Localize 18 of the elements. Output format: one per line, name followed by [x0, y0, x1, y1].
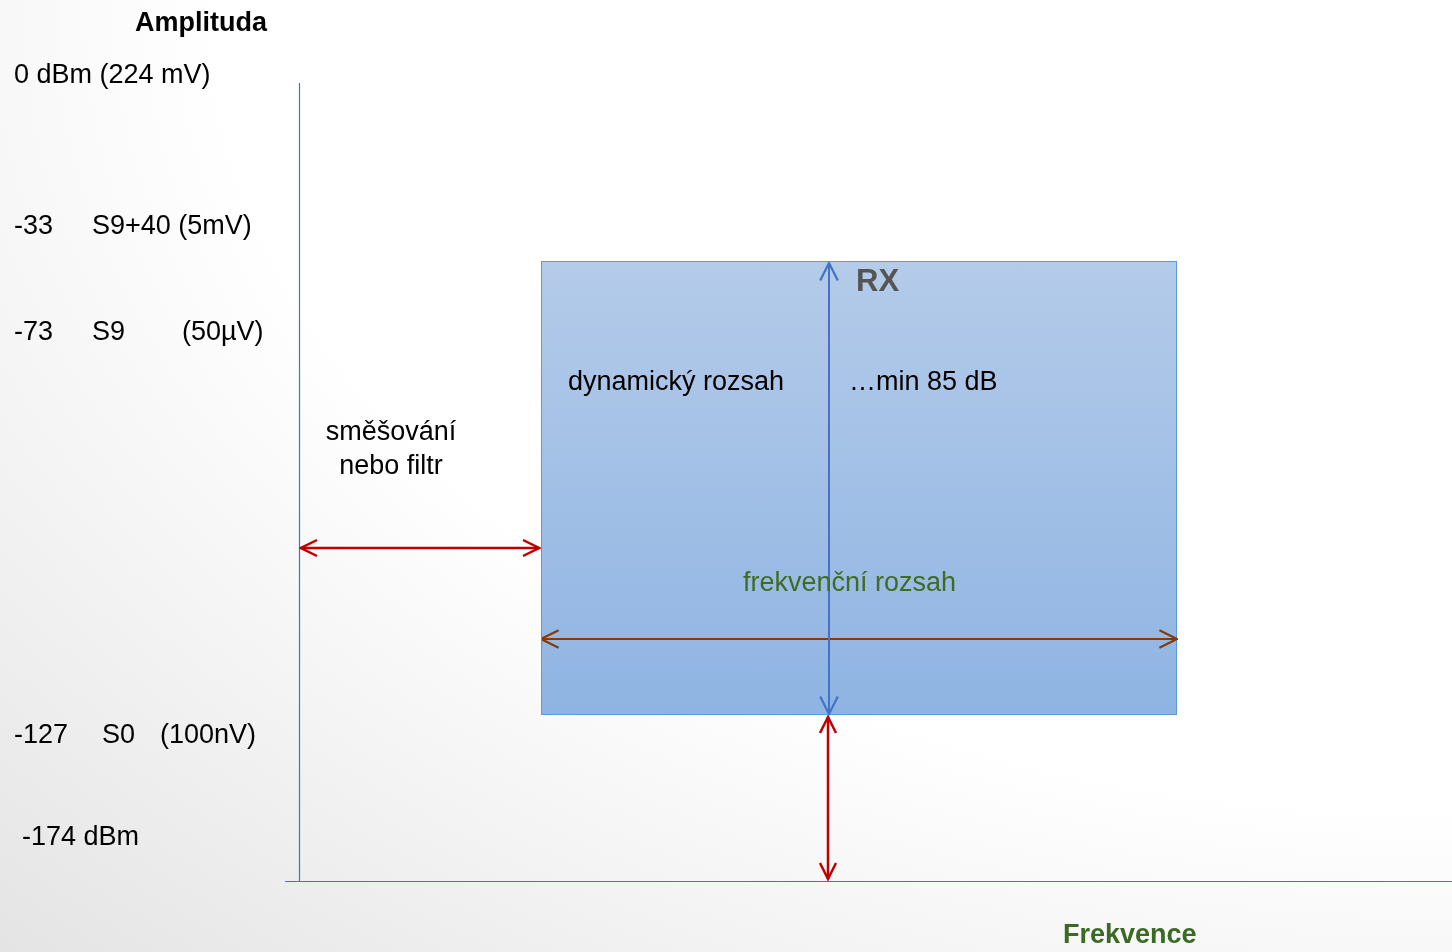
axis-title: Frekvence: [1063, 918, 1197, 951]
box-title: RX: [856, 262, 900, 300]
axis-tick-label: -174 dBm: [22, 820, 140, 853]
range-label: frekvenční rozsah: [743, 566, 957, 599]
range-box: [541, 261, 1177, 715]
range-value: …min 85 dB: [849, 365, 998, 398]
axis-title: Amplituda: [135, 6, 267, 39]
axis-tick-label: -33: [14, 209, 54, 242]
range-label: dynamický rozsah: [568, 365, 785, 398]
axis-tick-label: 0 dBm (224 mV): [14, 58, 211, 91]
axis-tick-label: S9: [92, 315, 126, 348]
axis-tick-label: S0: [102, 718, 136, 751]
axis-tick-label: -127: [14, 718, 69, 751]
annotation-text: směšování nebo filtr: [324, 415, 458, 482]
axis-tick-label: S9+40 (5mV): [92, 209, 252, 242]
axis-tick-label: (100nV): [160, 718, 257, 751]
axis-tick-label: -73: [14, 315, 54, 348]
axis-tick-label: (50µV): [182, 315, 264, 348]
